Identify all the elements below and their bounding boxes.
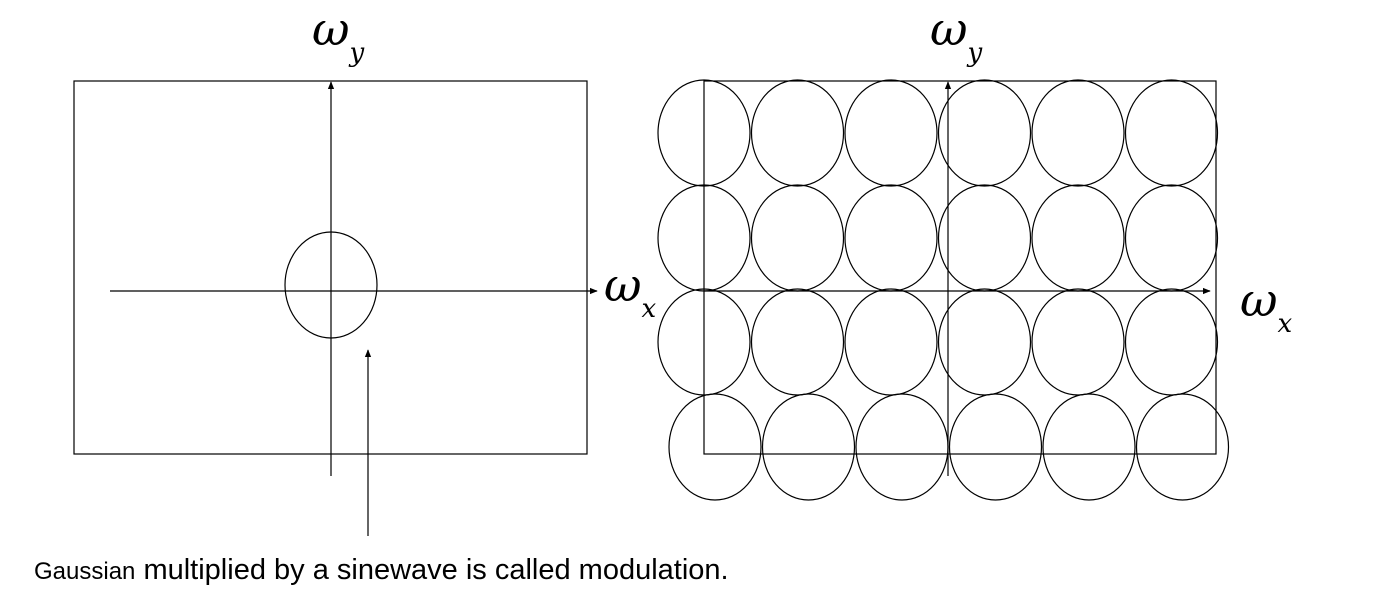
modulated-circle: [750, 184, 845, 292]
right-y-label: ωy: [930, 2, 983, 68]
modulated-circle: [1124, 184, 1219, 292]
modulated-circle: [1042, 393, 1136, 501]
caption-first-word: Gaussian: [34, 558, 136, 585]
modulated-circle: [1031, 184, 1125, 292]
left-y-label: ωy: [312, 2, 365, 68]
caption-rest: multiplied by a sinewave is called modul…: [135, 554, 729, 586]
modulated-circle: [750, 79, 845, 187]
modulated-circle: [761, 393, 856, 501]
modulated-circle: [844, 79, 938, 187]
right-panel: ωy ωx: [657, 2, 1293, 501]
left-panel: ωy ωx: [73, 2, 657, 536]
right-x-label: ωx: [1240, 273, 1293, 339]
modulated-circle: [937, 79, 1032, 187]
modulated-circle: [948, 393, 1043, 501]
modulated-circle: [855, 393, 949, 501]
caption: Gaussian multiplied by a sinewave is cal…: [34, 556, 729, 585]
modulated-circle: [1031, 288, 1125, 396]
modulated-circle: [1124, 79, 1219, 187]
modulated-circle: [844, 184, 938, 292]
modulated-circle: [750, 288, 845, 396]
modulated-circle: [937, 288, 1032, 396]
modulated-circle: [937, 184, 1032, 292]
modulated-circle: [1135, 393, 1230, 501]
modulated-circle: [1031, 79, 1125, 187]
left-x-label: ωx: [604, 258, 657, 324]
modulated-circle: [1124, 288, 1219, 396]
modulated-circle: [668, 393, 762, 501]
gaussian-circle: [284, 231, 378, 339]
right-frame: [703, 80, 1217, 455]
circle-grid: [657, 79, 1230, 501]
modulated-circle: [844, 288, 938, 396]
